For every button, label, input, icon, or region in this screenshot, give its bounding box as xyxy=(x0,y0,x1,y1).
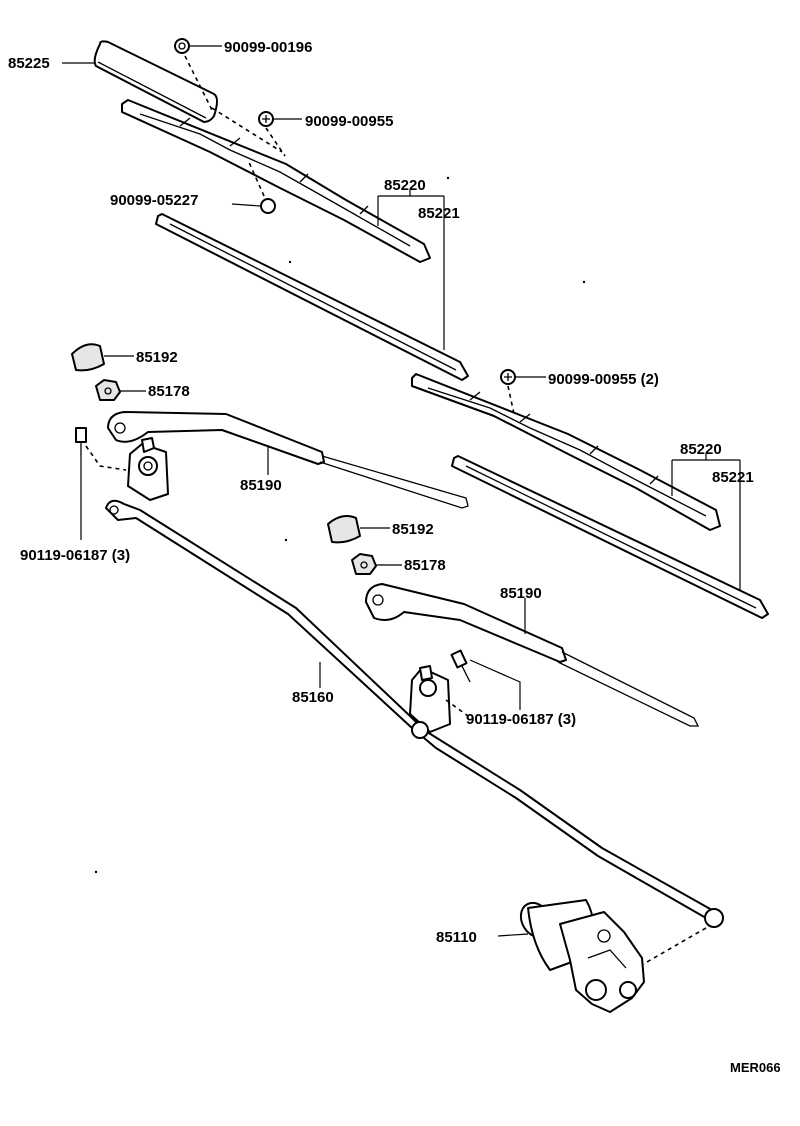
label-diagram-code: MER066 xyxy=(730,1060,781,1075)
label-bolt-top: 90099-00196 xyxy=(224,39,312,56)
label-motor: 85110 xyxy=(436,929,477,946)
wiper-motor xyxy=(497,899,645,1013)
scan-specks xyxy=(94,176,586,874)
blade-upper-frame xyxy=(121,99,431,263)
arm-right xyxy=(365,583,700,727)
washer-upper xyxy=(231,159,276,214)
label-link-rod: 85160 xyxy=(292,689,334,706)
link-end-right xyxy=(639,908,724,967)
label-blade-lower-assy: 85220 xyxy=(680,441,722,458)
label-blade-upper-rubber: 85221 xyxy=(418,205,460,222)
label-cap-right: 85192 xyxy=(392,521,434,538)
blade-lower-frame xyxy=(411,373,721,531)
pivot-right xyxy=(409,665,451,739)
label-blade-upper-assy: 85220 xyxy=(384,177,426,194)
label-blade-lower-rubber: 85221 xyxy=(712,469,754,486)
blade-lower-leaders xyxy=(671,454,741,590)
label-wiper-cover: 85225 xyxy=(8,55,50,72)
label-bolt-right: 90119-06187 (3) xyxy=(466,711,576,728)
pivot-left xyxy=(127,437,169,501)
bolt-left xyxy=(75,427,127,540)
cap-left xyxy=(71,343,134,372)
screw-lower xyxy=(500,369,546,415)
label-arm-right: 85190 xyxy=(500,585,542,602)
label-nut-right: 85178 xyxy=(404,557,446,574)
labels: 85225 90099-00196 90099-00955 90099-0522… xyxy=(8,39,781,1075)
arm-left xyxy=(107,411,469,509)
label-screw-upper: 90099-00955 xyxy=(305,113,393,130)
label-arm-left: 85190 xyxy=(240,477,282,494)
nut-left xyxy=(95,379,146,401)
label-nut-left: 85178 xyxy=(148,383,190,400)
blade-upper-leaders xyxy=(377,190,445,350)
label-screw-lower: 90099-00955 (2) xyxy=(548,371,659,388)
label-washer-upper: 90099-05227 xyxy=(110,192,198,209)
blade-lower-rubber xyxy=(451,455,769,619)
label-cap-left: 85192 xyxy=(136,349,178,366)
screw-upper xyxy=(258,111,302,157)
bolt-top xyxy=(174,38,222,111)
cap-right xyxy=(327,515,390,544)
bolt-right xyxy=(445,649,521,717)
blade-upper-rubber xyxy=(155,213,469,381)
wiper-cover xyxy=(62,40,218,123)
nut-right xyxy=(351,553,402,575)
label-bolt-left: 90119-06187 (3) xyxy=(20,547,130,564)
